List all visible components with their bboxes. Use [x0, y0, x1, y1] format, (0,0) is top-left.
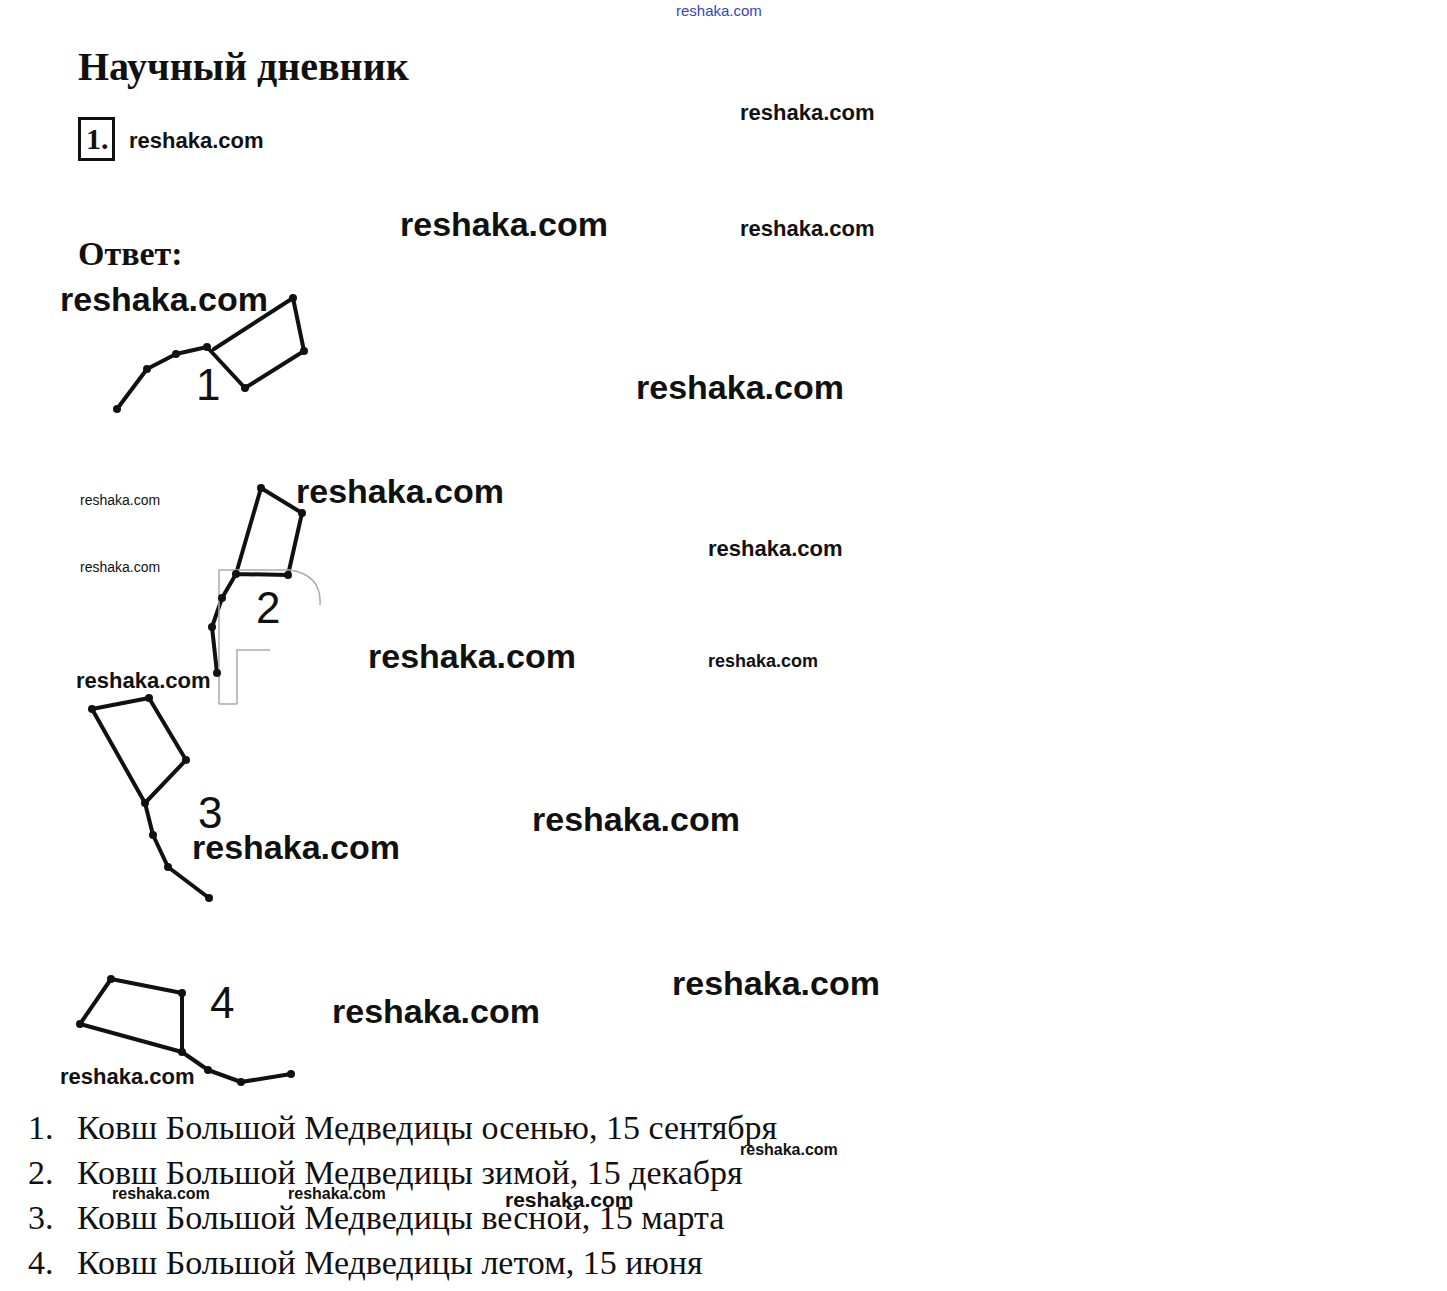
- dipper-winter: [212, 488, 302, 673]
- watermark: reshaka.com: [80, 492, 160, 508]
- list-number: 3.: [28, 1198, 54, 1237]
- list-number: 4.: [28, 1243, 54, 1282]
- watermark: reshaka.com: [332, 992, 540, 1031]
- answer-heading: Ответ:: [78, 234, 183, 273]
- watermark: reshaka.com: [129, 128, 264, 153]
- faint-outline: [219, 570, 320, 704]
- list-item: Ковш Большой Медведицы летом, 15 июня: [77, 1243, 703, 1282]
- watermark: reshaka.com: [532, 800, 740, 839]
- watermark: reshaka.com: [636, 368, 844, 407]
- watermark: reshaka.com: [708, 651, 818, 672]
- watermark: reshaka.com: [400, 205, 608, 244]
- watermark: reshaka.com: [192, 828, 400, 867]
- watermark: reshaka.com: [672, 964, 880, 1003]
- figure-number: 2: [256, 583, 280, 634]
- watermark: reshaka.com: [740, 100, 875, 125]
- watermark: reshaka.com: [740, 1141, 838, 1159]
- watermark: reshaka.com: [76, 668, 211, 693]
- watermark: reshaka.com: [740, 216, 875, 241]
- watermark: reshaka.com: [60, 280, 268, 319]
- figure-number: 1: [196, 360, 220, 411]
- watermark: reshaka.com: [80, 559, 160, 575]
- watermark: reshaka.com: [368, 637, 576, 676]
- task-number: 1.: [81, 120, 112, 158]
- task-number-box: 1.: [78, 117, 115, 161]
- list-item: Ковш Большой Медведицы весной, 15 марта: [77, 1198, 724, 1237]
- figure-number: 4: [210, 978, 234, 1029]
- list-item: Ковш Большой Медведицы осенью, 15 сентяб…: [77, 1108, 777, 1147]
- watermark: reshaka.com: [676, 2, 762, 19]
- watermark: reshaka.com: [708, 536, 843, 561]
- list-number: 2.: [28, 1153, 54, 1192]
- watermark: reshaka.com: [296, 472, 504, 511]
- list-number: 1.: [28, 1108, 54, 1147]
- dipper-spring: [92, 698, 209, 898]
- page-title: Научный дневник: [78, 44, 409, 90]
- watermark: reshaka.com: [60, 1064, 195, 1089]
